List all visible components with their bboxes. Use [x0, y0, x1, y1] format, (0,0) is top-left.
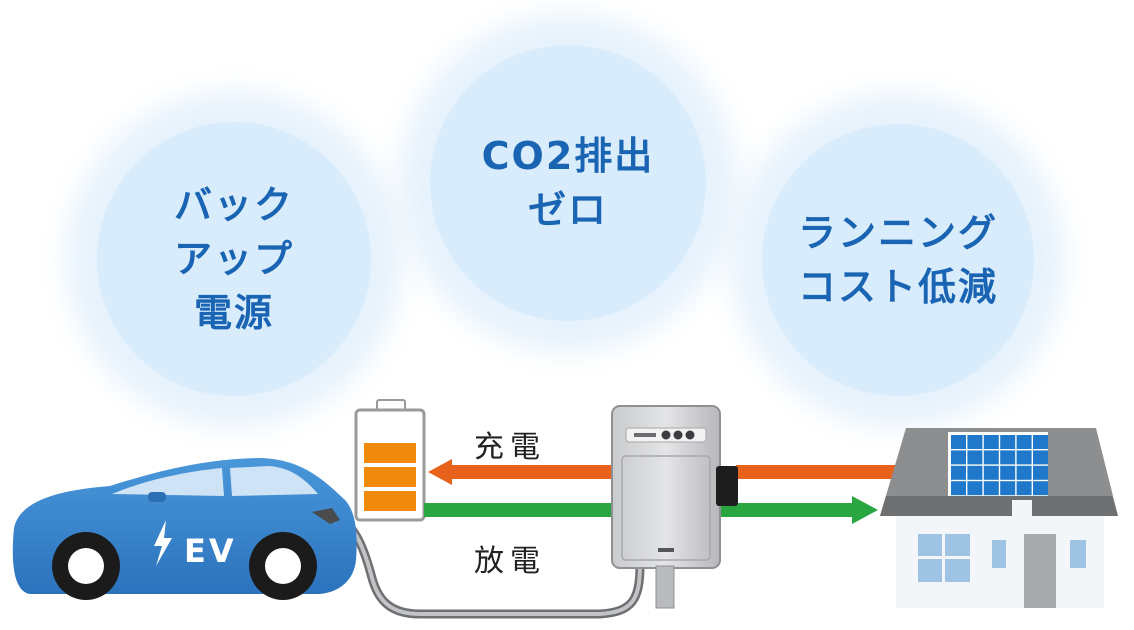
solar-cell [1033, 465, 1048, 480]
solar-cell [967, 435, 983, 449]
bubble-backup-line1: バック [173, 183, 294, 227]
charge-label: 充電 [474, 430, 546, 465]
car-window-rear [230, 466, 318, 496]
battery-cell-2 [364, 467, 416, 487]
solar-cell [1000, 435, 1016, 449]
solar-cell [951, 435, 966, 449]
solar-cells [951, 435, 1048, 496]
house-roof-shade [880, 496, 1118, 516]
discharge-arrow-shaft-right [718, 503, 856, 517]
bubble-backup-line2: アップ [173, 237, 294, 281]
charging-cable-inner [336, 514, 642, 616]
charge-arrow [428, 459, 896, 485]
bubble-co2-zero: CO2排出 ゼロ [430, 45, 706, 321]
solar-cell [1016, 435, 1032, 449]
battery-cell-3 [364, 491, 416, 511]
bubble-backup-line3: 電源 [193, 291, 274, 335]
car-mirror [148, 492, 166, 502]
bubble-co2-line1: CO2排出 [481, 134, 655, 178]
solar-cell [1000, 450, 1016, 465]
charge-arrow-head [428, 459, 452, 485]
discharge-arrow [424, 496, 878, 524]
car-wheel-front-hub [68, 548, 104, 584]
charger-side-connector [716, 466, 738, 506]
bubble-co2-line2: ゼロ [527, 188, 608, 232]
car-wheel-rear-hub [265, 548, 301, 584]
lightning-bolt-icon [154, 520, 172, 566]
solar-cell [983, 435, 999, 449]
house-door [1024, 534, 1056, 608]
charger-stand [655, 565, 675, 609]
solar-cell [967, 481, 983, 496]
house-chimney-wall [1012, 500, 1032, 516]
solar-cell [1033, 481, 1048, 496]
house-window-mid [992, 540, 1006, 568]
solar-cell [1016, 450, 1032, 465]
solar-cell [1000, 465, 1016, 480]
solar-cell [1033, 450, 1048, 465]
solar-cell [983, 450, 999, 465]
charger-button-1 [661, 430, 671, 440]
solar-cell [1016, 481, 1032, 496]
discharge-arrow-shaft-left [424, 503, 616, 517]
charger-button-2 [673, 430, 683, 440]
solar-cell [983, 465, 999, 480]
car-window-front [112, 468, 224, 496]
house-window-right [1070, 540, 1086, 568]
charge-arrow-shaft-right [736, 465, 896, 479]
discharge-label: 放電 [474, 544, 546, 579]
ev-car-icon: EV [12, 458, 357, 600]
solar-cell [951, 450, 966, 465]
solar-cell [983, 481, 999, 496]
car-charge-plug [312, 508, 340, 524]
solar-panel-icon [948, 432, 1048, 496]
solar-cell [1033, 435, 1048, 449]
charger-logo [658, 548, 674, 552]
solar-cell [967, 450, 983, 465]
charger-front-panel [621, 455, 711, 561]
solar-cell [951, 465, 966, 480]
discharge-arrow-head [852, 496, 878, 524]
charge-arrow-shaft-left [446, 465, 616, 479]
car-ev-badge: EV [184, 532, 237, 570]
bubble-backup-power: バック アップ 電源 [97, 122, 371, 396]
bubble-running-cost: ランニング コスト低減 [762, 124, 1034, 396]
solar-cell [951, 481, 966, 496]
v2h-charger-icon [611, 405, 738, 609]
solar-cell [967, 465, 983, 480]
house-window-left-frame-h [918, 556, 970, 559]
solar-cell [1000, 481, 1016, 496]
battery-icon [354, 399, 426, 522]
solar-cell [1016, 465, 1032, 480]
charger-indicator [634, 433, 656, 437]
charger-button-3 [685, 430, 695, 440]
battery-cell-1 [364, 443, 416, 463]
bubble-cost-line1: ランニング [797, 211, 998, 255]
bubble-cost-line2: コスト低減 [797, 265, 998, 309]
